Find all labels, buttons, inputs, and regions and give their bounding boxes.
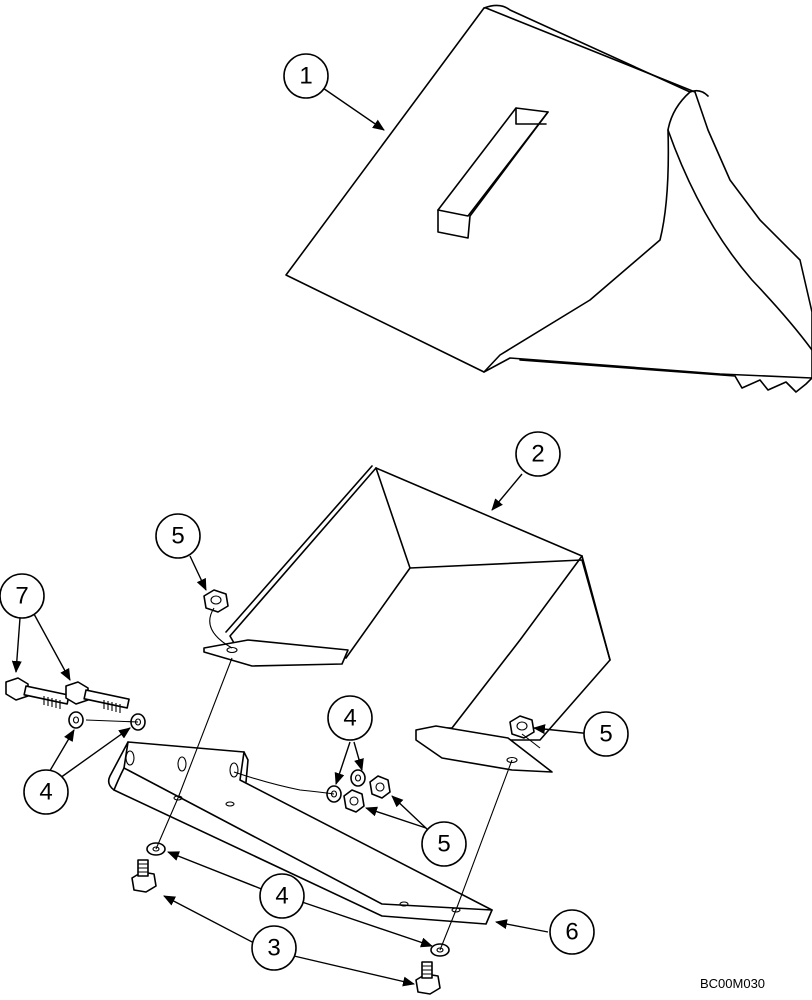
nut-middle-b xyxy=(369,775,391,799)
callout-5-middle: 5 xyxy=(421,821,467,867)
nut-top-left xyxy=(203,589,229,613)
washer-left-a xyxy=(68,711,84,729)
bolt-left xyxy=(5,677,70,709)
svg-text:3: 3 xyxy=(267,935,280,962)
svg-text:2: 2 xyxy=(531,441,544,468)
svg-text:4: 4 xyxy=(39,779,52,806)
callout-2: 2 xyxy=(515,431,561,477)
callout-4-bottom: 4 xyxy=(259,873,305,919)
callout-4-middle: 4 xyxy=(327,695,373,741)
guard-bracket-part xyxy=(203,465,611,773)
callout-5-right: 5 xyxy=(583,711,629,757)
svg-text:5: 5 xyxy=(171,523,184,550)
leader-lines xyxy=(11,85,593,987)
bolt-right xyxy=(65,681,130,713)
svg-text:6: 6 xyxy=(565,919,578,946)
drawing-code: BC00M030 xyxy=(700,976,765,991)
bucket-part xyxy=(285,4,812,393)
callout-1: 1 xyxy=(283,53,329,99)
callout-4-left: 4 xyxy=(23,769,69,815)
nut-top-right xyxy=(509,715,535,739)
mounting-plate-part xyxy=(107,741,493,925)
callout-7: 7 xyxy=(0,573,45,619)
callout-5-top-left: 5 xyxy=(155,513,201,559)
svg-text:7: 7 xyxy=(15,583,28,610)
screw-bottom-right xyxy=(415,961,441,995)
callout-6: 6 xyxy=(549,909,595,955)
svg-text:5: 5 xyxy=(599,721,612,748)
nut-middle-a xyxy=(343,789,365,813)
screw-bottom-left xyxy=(131,859,157,893)
svg-text:4: 4 xyxy=(275,883,288,910)
svg-text:4: 4 xyxy=(343,705,356,732)
svg-text:1: 1 xyxy=(299,63,312,90)
svg-text:5: 5 xyxy=(437,831,450,858)
washer-middle-b xyxy=(350,769,366,787)
callout-3: 3 xyxy=(251,925,297,971)
assembly-lines xyxy=(85,607,541,951)
